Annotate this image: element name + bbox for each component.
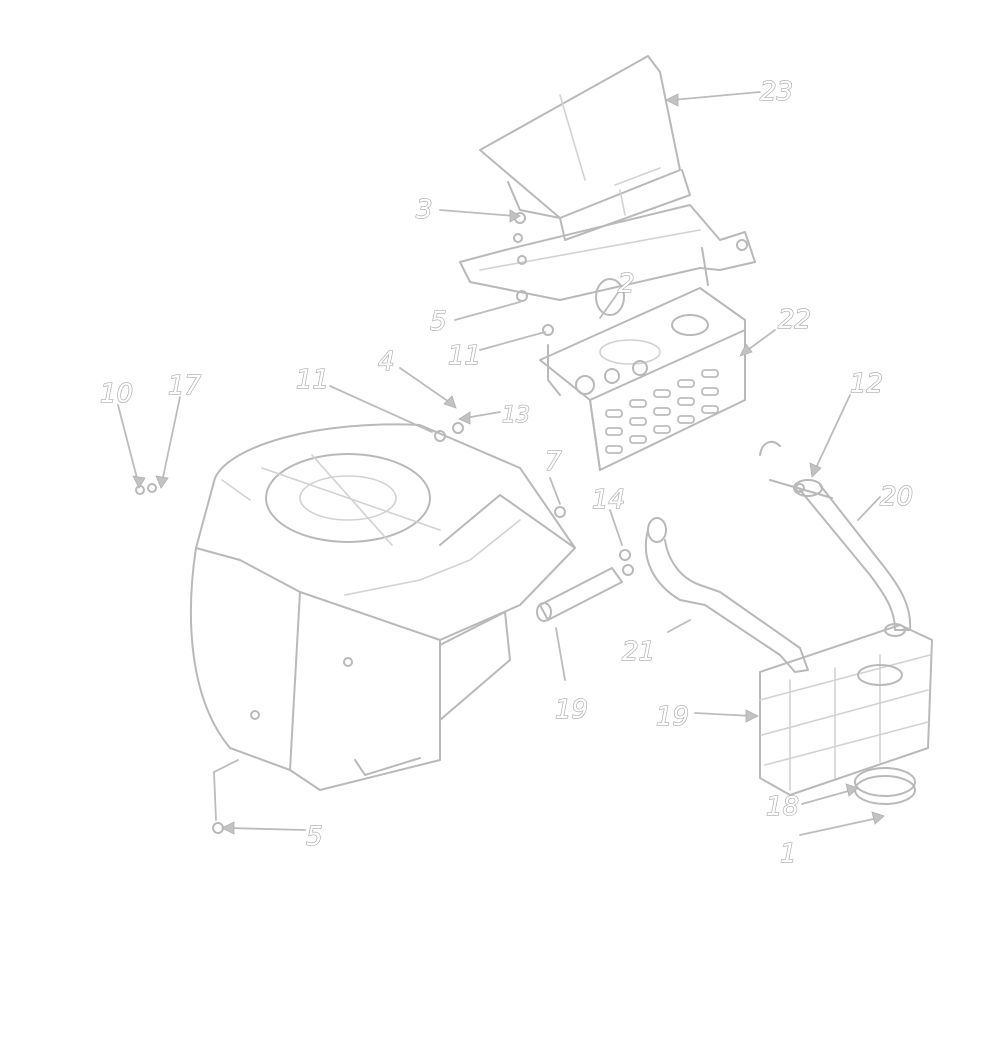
part-18-clamp-ring [854, 767, 916, 805]
part-19-muffler [759, 623, 933, 796]
main-housing [189, 423, 576, 791]
callout-19-muffler: 19 [656, 702, 689, 732]
callout-12: 12 [850, 369, 883, 399]
callout-2: 2 [618, 269, 635, 299]
callout-18: 18 [766, 792, 799, 822]
callout-19-hose: 19 [555, 695, 588, 725]
callout-labels: 23 3 5 2 22 11 4 13 11 10 17 7 14 12 20 … [99, 76, 913, 869]
box-ventilation-slots [605, 369, 719, 454]
part-20-tailpipe [759, 440, 912, 631]
callout-leaders [117, 91, 885, 836]
callout-10: 10 [100, 379, 133, 409]
part-19-short-hose [536, 567, 623, 622]
callout-23: 23 [760, 77, 793, 107]
callout-14: 14 [592, 485, 625, 515]
callout-5-lower: 5 [306, 822, 323, 852]
part-22-perforated-box [539, 278, 746, 471]
callout-22: 22 [778, 305, 811, 335]
callout-17: 17 [168, 371, 202, 401]
callout-1: 1 [780, 839, 797, 869]
callout-13: 13 [502, 403, 530, 428]
part-21-exhaust-pipe [644, 517, 809, 673]
callout-4: 4 [378, 347, 395, 377]
part-23-hood [479, 55, 691, 241]
callout-21: 21 [622, 637, 655, 667]
upper-mounting-bracket [459, 204, 756, 301]
callout-11: 11 [296, 365, 329, 395]
callout-3: 3 [416, 195, 433, 225]
callout-5-upper: 5 [430, 307, 447, 337]
callout-20: 20 [880, 482, 913, 512]
small-hardware [135, 212, 805, 834]
callout-11-upper: 11 [448, 341, 481, 371]
callout-7: 7 [545, 447, 562, 477]
